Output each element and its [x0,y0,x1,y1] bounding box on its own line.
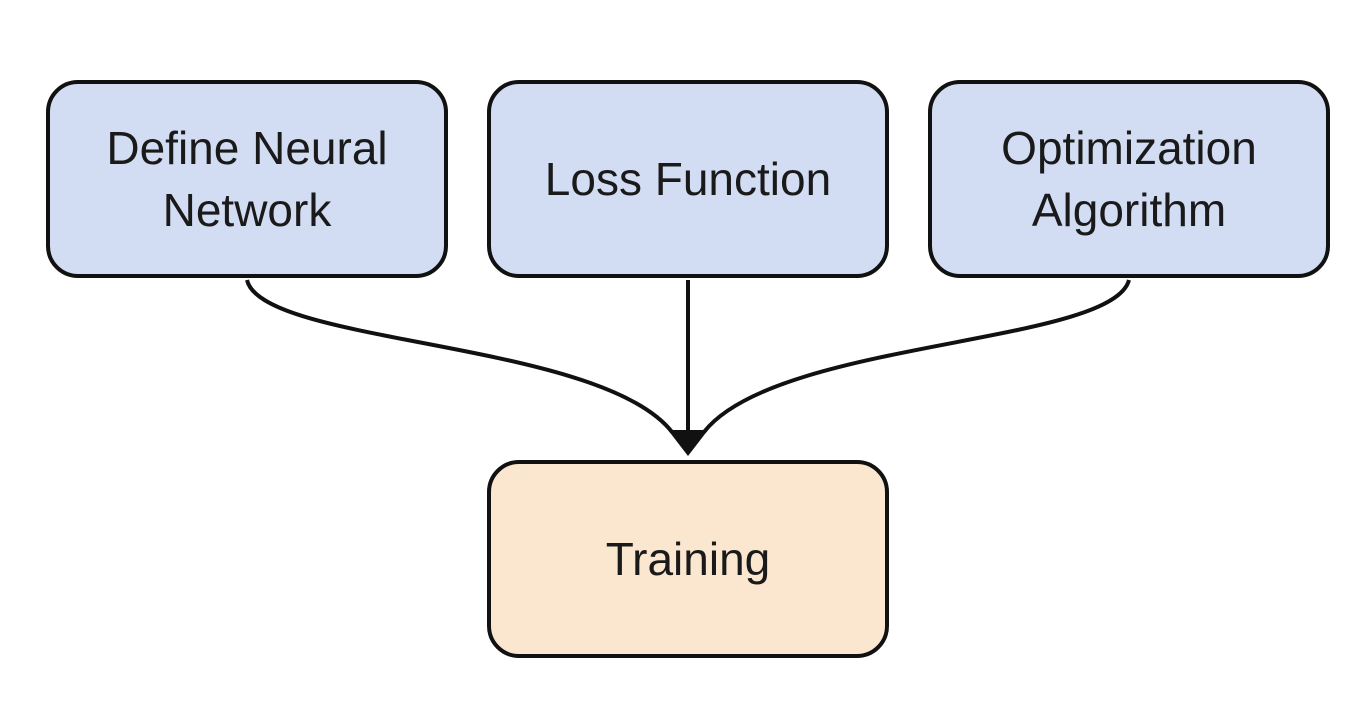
node-define-neural-network: Define Neural Network [46,80,448,278]
arrowhead-icon [668,430,708,456]
node-loss-function: Loss Function [487,80,889,278]
node-training-label: Training [605,533,771,585]
node-training: Training [487,460,889,658]
edge-optimizer-to-training [702,279,1131,434]
node-optimization-algorithm-label: Optimization Algorithm [1001,122,1257,236]
edge-define-to-training [245,279,674,434]
node-optimization-algorithm: Optimization Algorithm [928,80,1330,278]
node-define-neural-network-label: Define Neural Network [106,122,388,236]
node-loss-function-label: Loss Function [544,153,832,205]
